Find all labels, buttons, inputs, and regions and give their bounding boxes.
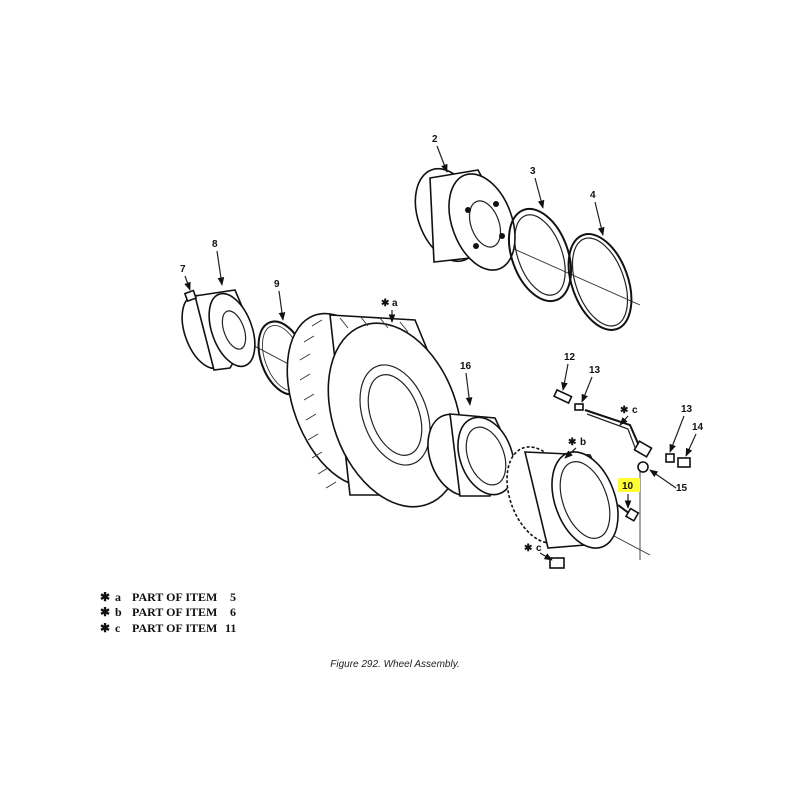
legend-letter-c: c <box>115 621 121 635</box>
side-ring-part <box>507 207 573 303</box>
callout-a-tire: a <box>392 298 398 309</box>
callout-7: 7 <box>180 264 186 275</box>
callout-a-marker: ✱ <box>381 298 390 309</box>
legend-row-a: ✱ a PART OF ITEM 5 <box>100 590 236 604</box>
legend-marker-a: ✱ <box>100 590 110 604</box>
legend-text-a: PART OF ITEM <box>132 590 217 604</box>
legend-row-c: ✱ c PART OF ITEM 11 <box>100 621 236 635</box>
legend-letter-b: b <box>115 605 122 619</box>
valve-fitting-part <box>552 388 584 411</box>
bolt-part <box>617 504 640 522</box>
air-tube-part <box>584 409 653 458</box>
callout-14: 14 <box>692 422 704 433</box>
figure-caption: Figure 292. Wheel Assembly. <box>330 659 460 670</box>
callout-c-tube: c <box>632 405 638 416</box>
callout-c-tube-marker: ✱ <box>620 405 629 416</box>
legend-text-b: PART OF ITEM <box>132 605 217 619</box>
callout-9: 9 <box>274 279 280 290</box>
callout-labels: 2 3 4 7 8 9 ✱ a 16 12 13 ✱ c 13 14 ✱ b 1… <box>180 134 704 561</box>
callout-b-marker: ✱ <box>568 437 577 448</box>
nut-part <box>183 289 198 303</box>
legend-item-b: 6 <box>230 605 236 619</box>
callout-b-drum: b <box>580 437 586 448</box>
callout-c-nut-marker: ✱ <box>524 543 533 554</box>
callout-13-b: 13 <box>681 404 693 415</box>
callout-2: 2 <box>432 134 438 145</box>
bottom-nut-part <box>549 557 565 569</box>
fitting-parts <box>665 453 691 468</box>
drum-part <box>506 446 619 549</box>
flap-part <box>427 413 515 497</box>
legend-letter-a: a <box>115 590 121 604</box>
callout-c-nut: c <box>536 543 542 554</box>
callout-3: 3 <box>530 166 536 177</box>
callout-4: 4 <box>590 190 596 201</box>
callout-16: 16 <box>460 361 472 372</box>
legend-row-b: ✱ b PART OF ITEM 6 <box>100 605 236 619</box>
callout-12: 12 <box>564 352 576 363</box>
callout-10-highlight <box>618 478 640 492</box>
lock-ring-part <box>567 233 633 331</box>
callout-15: 15 <box>676 483 688 494</box>
legend-marker-c: ✱ <box>100 621 110 635</box>
legend-text-c: PART OF ITEM <box>132 621 217 635</box>
rim-part <box>414 167 516 271</box>
nipple-part <box>637 461 649 473</box>
legend-item-a: 5 <box>230 590 236 604</box>
tire-part <box>286 312 463 508</box>
legend: ✱ a PART OF ITEM 5 ✱ b PART OF ITEM 6 ✱ … <box>100 590 236 635</box>
legend-marker-b: ✱ <box>100 605 110 619</box>
legend-item-c: 11 <box>225 621 236 635</box>
callout-8: 8 <box>212 239 218 250</box>
flange-part <box>181 289 256 371</box>
callout-13-a: 13 <box>589 365 601 376</box>
callout-10: 10 <box>622 481 634 492</box>
